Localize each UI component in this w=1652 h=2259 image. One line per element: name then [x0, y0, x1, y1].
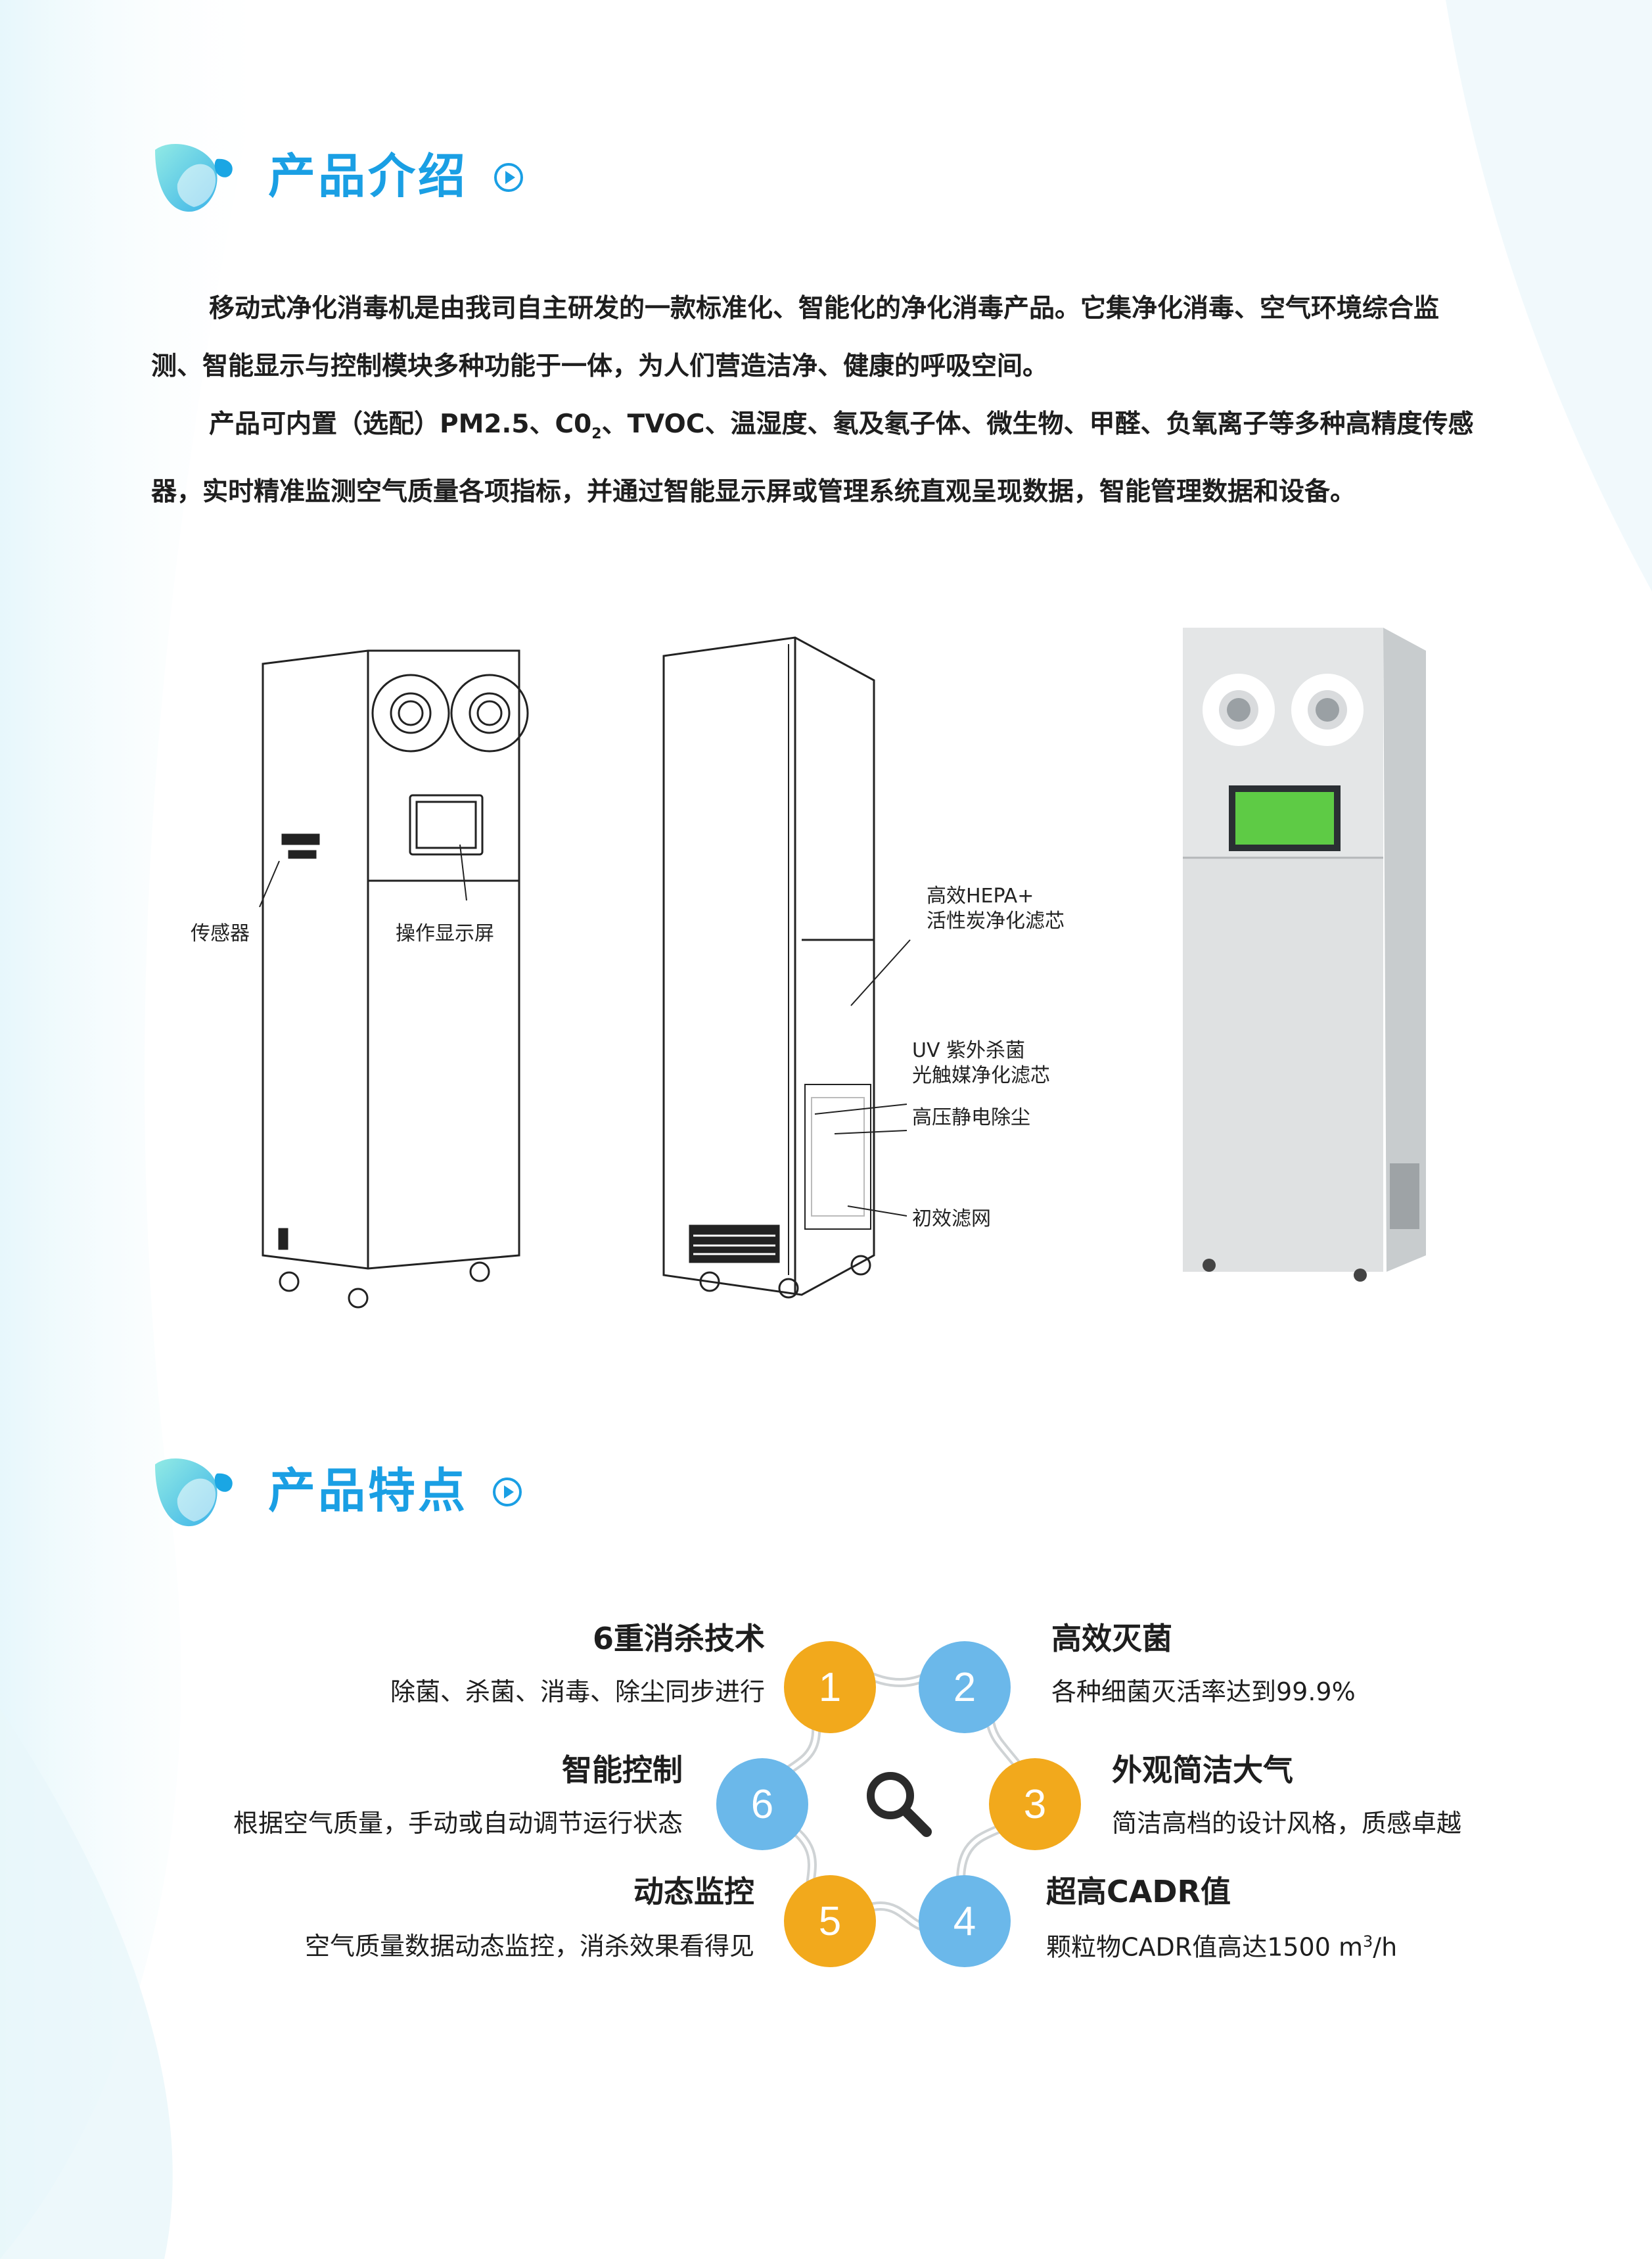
features-title: 产品特点: [268, 1463, 469, 1518]
uv-line-1: UV 紫外杀菌: [912, 1039, 1026, 1062]
callout-uv: UV 紫外杀菌光触媒净化滤芯: [912, 1038, 1050, 1088]
cubic-superscript: 3: [1363, 1932, 1373, 1951]
feature-5-title: 动态监控: [633, 1874, 754, 1909]
product-photo: [1183, 628, 1426, 1282]
hepa-line-1: 高效HEPA+: [927, 885, 1034, 908]
callout-sensor: 传感器: [191, 922, 250, 945]
feature-6-desc: 根据空气质量，手动或自动调节运行状态: [233, 1809, 683, 1838]
feature-3-desc: 简洁高档的设计风格，质感卓越: [1112, 1809, 1462, 1838]
feature-badge-6: 6: [716, 1758, 808, 1850]
feature-1-desc: 除菌、杀菌、消毒、除尘同步进行: [390, 1677, 765, 1706]
feature-4-desc-part-a: 颗粒物CADR值高达1500 m: [1046, 1932, 1363, 1962]
intro-title: 产品介绍: [268, 149, 469, 204]
feature-badge-1: 1: [784, 1641, 876, 1733]
feature-badge-2: 2: [919, 1641, 1011, 1733]
feature-3-title: 外观简洁大气: [1112, 1752, 1293, 1788]
intro-header: 产品介绍: [151, 138, 743, 223]
feature-4-desc: 颗粒物CADR值高达1500 m3/h: [1046, 1934, 1397, 1960]
paragraph-2-part-a: 产品可内置（选配）PM2.5、C0: [209, 409, 592, 439]
features-central-graphic: [763, 1661, 1034, 1932]
product-open-line-drawing: [662, 636, 911, 1299]
intro-paragraph-1: 移动式净化消毒机是由我司自主研发的一款标准化、智能化的净化消毒产品。它集净化消毒…: [151, 294, 1440, 381]
features-header: 产品特点: [151, 1453, 743, 1538]
callout-hepa: 高效HEPA+活性炭净化滤芯: [927, 884, 1065, 933]
product-illustrations: [259, 628, 1426, 1309]
feature-badge-3: 3: [989, 1758, 1081, 1850]
feature-2-desc: 各种细菌灭活率达到99.9%: [1051, 1677, 1356, 1706]
hepa-line-2: 活性炭净化滤芯: [927, 909, 1065, 933]
callout-prefilter: 初效滤网: [912, 1207, 991, 1230]
co2-subscript: 2: [591, 425, 602, 442]
feature-6-title: 智能控制: [562, 1752, 683, 1788]
play-arrow-icon: [493, 1478, 522, 1506]
callout-screen: 操作显示屏: [396, 922, 494, 945]
play-arrow-icon: [494, 163, 523, 192]
product-front-line-drawing: [259, 649, 529, 1309]
feature-2-title: 高效灭菌: [1051, 1621, 1172, 1656]
feature-badge-4: 4: [919, 1875, 1011, 1967]
callout-esp: 高压静电除尘: [912, 1106, 1030, 1129]
brand-logo-icon: [155, 144, 233, 212]
intro-paragraph-2: 产品可内置（选配）PM2.5、C02、TVOC、温湿度、氡及氡子体、微生物、甲醛…: [151, 396, 1479, 521]
feature-5-desc: 空气质量数据动态监控，消杀效果看得见: [304, 1932, 754, 1961]
feature-badge-5: 5: [784, 1875, 876, 1967]
intro-text: 移动式净化消毒机是由我司自主研发的一款标准化、智能化的净化消毒产品。它集净化消毒…: [151, 280, 1479, 521]
feature-1-title: 6重消杀技术: [592, 1621, 765, 1656]
feature-4-title: 超高CADR值: [1046, 1874, 1231, 1909]
paragraph-2-part-b: 、TVOC、温湿度、氡及氡子体、微生物、甲醛、负氧离子等多种高精度传感器，实时精…: [151, 409, 1474, 507]
feature-4-desc-part-b: /h: [1373, 1932, 1398, 1962]
uv-line-2: 光触媒净化滤芯: [912, 1063, 1050, 1087]
brand-logo-icon: [155, 1458, 233, 1527]
search-icon: [867, 1772, 932, 1837]
